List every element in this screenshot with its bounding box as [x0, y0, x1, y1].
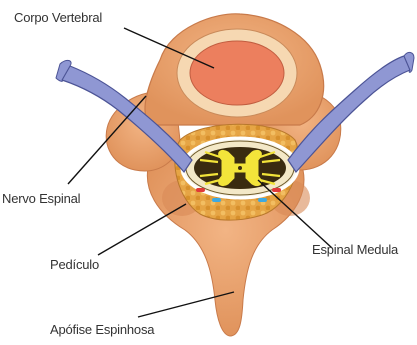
label-pediculo: Pedículo — [50, 257, 99, 272]
vertebral-body-core — [190, 41, 284, 105]
vessel-red-right — [272, 188, 281, 192]
label-espinal-medula: Espinal Medula — [312, 242, 398, 257]
label-nervo-espinal: Nervo Espinal — [2, 191, 80, 206]
leader-pediculo — [98, 204, 186, 255]
label-apofise-espinhosa: Apófise Espinhosa — [50, 322, 154, 337]
vessel-blue-right — [258, 198, 267, 202]
vessel-red-left — [196, 188, 205, 192]
label-corpo-vertebral: Corpo Vertebral — [14, 10, 102, 25]
vessel-blue-left — [212, 198, 221, 202]
